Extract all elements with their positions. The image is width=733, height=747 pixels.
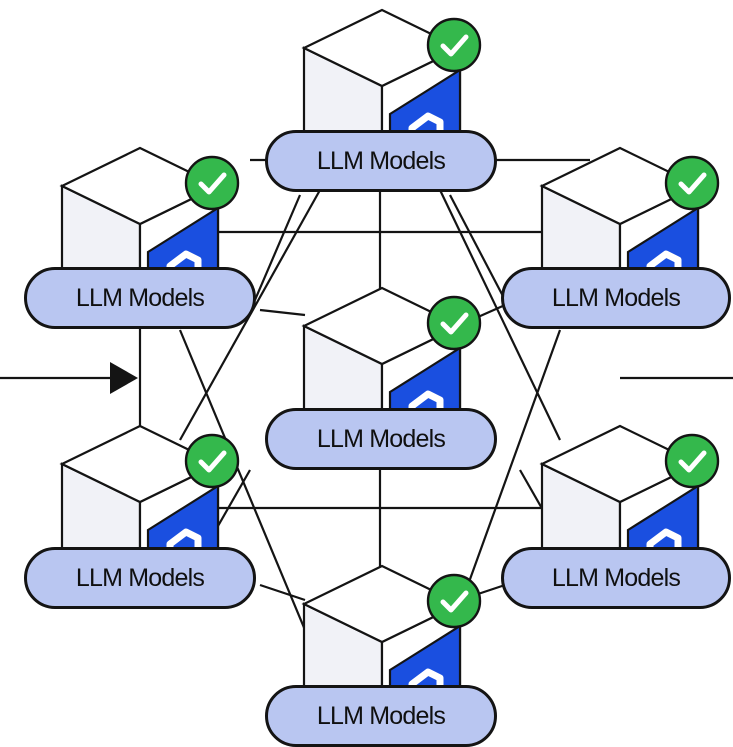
connection-line	[449, 194, 506, 301]
connection-line	[259, 583, 306, 602]
node-label-upper-left: LLM Models	[24, 267, 256, 329]
check-circle-icon	[426, 573, 482, 629]
check-circle-icon	[426, 17, 482, 73]
check-circle-icon	[184, 155, 240, 211]
node-label-lower-left: LLM Models	[24, 547, 256, 609]
check-circle-icon	[184, 433, 240, 489]
node-label-lower-right: LLM Models	[501, 547, 731, 609]
node-label-bottom: LLM Models	[265, 685, 497, 747]
check-circle-icon	[426, 295, 482, 351]
node-label-center: LLM Models	[265, 408, 497, 470]
check-circle-icon	[664, 155, 720, 211]
connection-line	[253, 194, 302, 301]
arrow-right-icon	[110, 362, 138, 394]
check-circle-icon	[664, 433, 720, 489]
node-label-upper-right: LLM Models	[501, 267, 731, 329]
cube-nodes	[59, 8, 720, 739]
node-label-top: LLM Models	[265, 130, 497, 192]
connection-line	[439, 189, 561, 441]
connection-line	[259, 308, 306, 317]
